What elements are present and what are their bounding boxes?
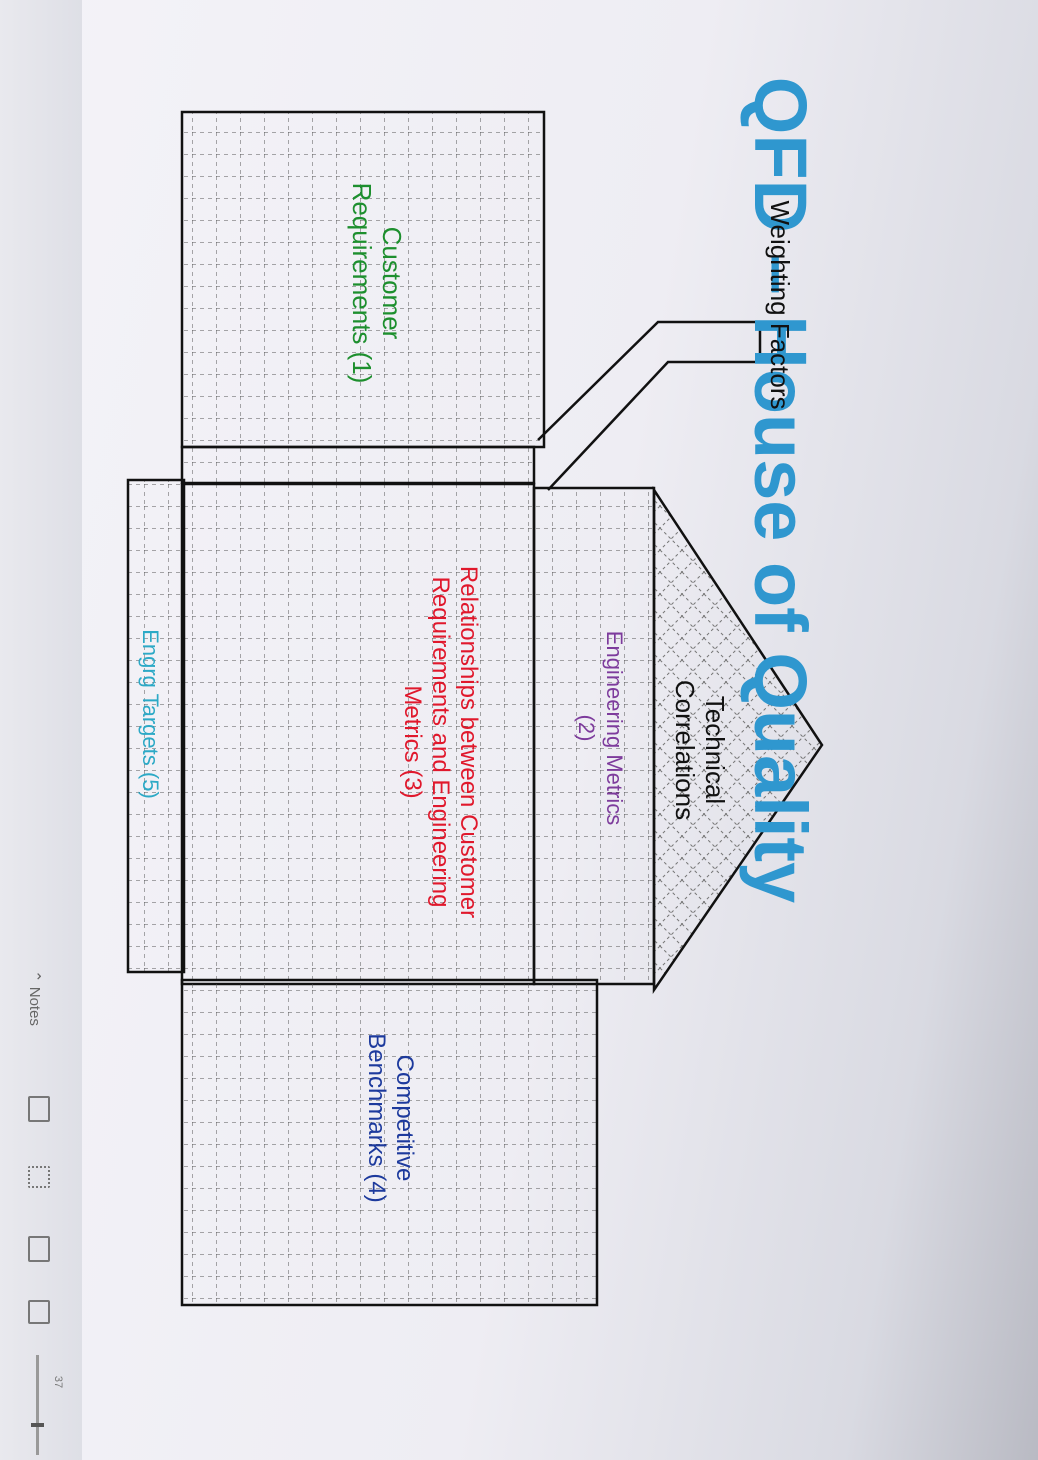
zoom-slider[interactable] — [31, 1355, 44, 1455]
engineering-targets-label: Engrg Targets (5) — [138, 629, 163, 799]
engineering-metrics-box — [532, 486, 656, 986]
slide-sorter-icon[interactable] — [28, 1166, 50, 1188]
relationships-label: Relationships between Customer Requireme… — [399, 565, 482, 919]
competitive-benchmarks-box — [180, 978, 599, 1307]
competitive-benchmarks-label: Competitive Benchmarks (4) — [363, 1033, 418, 1203]
slide-show-icon[interactable] — [28, 1300, 50, 1324]
technical-correlations-roof — [652, 485, 824, 995]
customer-requirements-box — [180, 110, 546, 449]
technical-correlations-label: Technical Correlations — [670, 679, 730, 821]
slide-title: QFD – House of Quality — [739, 76, 822, 904]
zoom-slider-thumb[interactable] — [31, 1423, 44, 1427]
normal-view-icon[interactable] — [28, 1096, 50, 1122]
status-bar: ⌃ Notes 37 — [0, 0, 82, 1460]
reading-view-icon[interactable] — [28, 1236, 50, 1262]
weighting-factors-pointer — [537, 320, 762, 491]
relationship-matrix — [180, 482, 536, 986]
weighting-factors-label: Weighting Factors — [765, 200, 795, 410]
engineering-metrics-label: Engineering Metrics (2) — [574, 630, 627, 826]
customer-requirements-label: Customer Requirements (1) — [347, 182, 407, 384]
engineering-targets-box — [126, 478, 186, 974]
weighting-factors-column — [180, 445, 536, 485]
